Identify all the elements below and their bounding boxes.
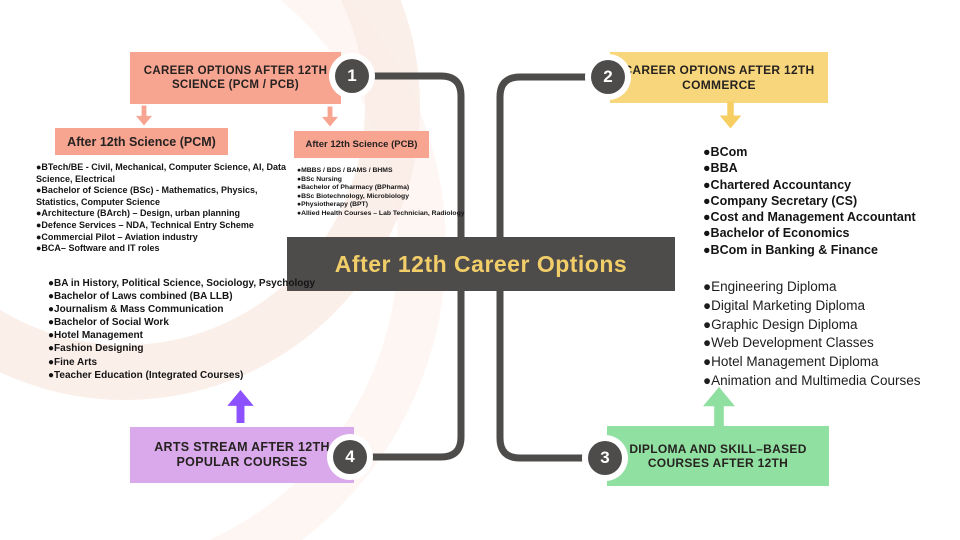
list-item: ●BBA [703, 161, 738, 176]
science-header-box: CAREER OPTIONS AFTER 12TH SCIENCE (PCM /… [130, 52, 341, 104]
list-item: ●Architecture (BArch) – Design, urban pl… [36, 208, 240, 219]
arts-header-label: ARTS STREAM AFTER 12TH POPULAR COURSES [154, 440, 330, 469]
list-item: ●Journalism & Mass Communication [48, 304, 224, 316]
list-item: ●Allied Health Courses – Lab Technician,… [297, 209, 465, 217]
down-arrow-icon [322, 106, 338, 127]
list-item: ●Hotel Management Diploma [703, 354, 879, 370]
list-item: ●Bachelor of Laws combined (BA LLB) [48, 291, 233, 303]
list-item: ●BCom in Banking & Finance [703, 242, 878, 257]
list-item: ●Chartered Accountancy [703, 177, 852, 192]
pcb-course-list: ●MBBS / BDS / BAMS / BHMS●BSc Nursing●Ba… [297, 167, 465, 219]
list-item: ●Cost and Management Accountant [703, 210, 916, 225]
list-item: ●Bachelor of Pharmacy (BPharma) [297, 184, 410, 192]
step-1-badge: 1 [329, 53, 375, 99]
step-2-number: 2 [591, 60, 625, 94]
commerce-header-label: CAREER OPTIONS AFTER 12TH COMMERCE [623, 62, 815, 92]
list-item: ●Fine Arts [48, 356, 98, 368]
arts-header-box: ARTS STREAM AFTER 12TH POPULAR COURSES [130, 427, 354, 483]
list-item: ●Physiotherapy (BPT) [297, 201, 368, 209]
list-item: ●Bachelor of Social Work [48, 317, 169, 329]
list-item: ●Company Secretary (CS) [703, 193, 858, 208]
center-title-box: After 12th Career Options [287, 237, 675, 291]
diploma-course-list: ●Engineering Diploma ●Digital Marketing D… [703, 278, 921, 391]
up-arrow-icon [703, 387, 735, 427]
step-2-badge: 2 [585, 54, 631, 100]
list-item: ●Engineering Diploma [703, 279, 837, 294]
commerce-header-box: CAREER OPTIONS AFTER 12TH COMMERCE [610, 52, 828, 103]
arts-course-list: ●BA in History, Political Science, Socio… [48, 277, 315, 382]
list-item: ●Teacher Education (Integrated Courses) [48, 369, 244, 381]
list-item: ●BCA– Software and IT roles [36, 243, 160, 254]
list-item: ●BSc Biotechnology, Microbiology [297, 192, 409, 200]
step-4-number: 4 [333, 440, 367, 474]
list-item: ●BTech/BE - Civil, Mechanical, Computer … [36, 162, 287, 184]
up-arrow-icon [227, 390, 254, 423]
center-title: After 12th Career Options [334, 250, 628, 277]
pcm-course-list: ●BTech/BE - Civil, Mechanical, Computer … [36, 162, 298, 255]
connector-arts-to-center [346, 282, 465, 461]
pcm-sublabel: After 12th Science (PCM) [67, 134, 216, 149]
step-4-badge: 4 [327, 434, 373, 480]
list-item: ●Fashion Designing [48, 343, 144, 355]
connector-science-to-center [348, 72, 465, 246]
list-item: ●Defence Services – NDA, Technical Entry… [36, 219, 254, 230]
diploma-header-label: DIPLOMA AND SKILL–BASED COURSES AFTER 12… [629, 442, 807, 470]
list-item: ●BA in History, Political Science, Socio… [48, 278, 316, 289]
down-arrow-icon [719, 101, 742, 129]
pcb-sublabel: After 12th Science (PCB) [305, 139, 418, 150]
science-header-label: CAREER OPTIONS AFTER 12TH SCIENCE (PCM /… [143, 65, 328, 91]
commerce-course-list: ●BCom ●BBA●Chartered Accountancy●Company … [703, 144, 916, 258]
list-item: ●BSc Nursing [297, 175, 342, 183]
down-arrow-icon [136, 105, 152, 126]
connector-diploma-to-center [496, 282, 609, 462]
list-item: ●Web Development Classes [703, 335, 874, 351]
list-item: ●Bachelor of Economics [703, 226, 850, 241]
list-item: ●Hotel Management [48, 330, 143, 342]
step-3-number: 3 [588, 441, 622, 475]
list-item: ●BCom [703, 145, 748, 159]
pcb-sublabel-box: After 12th Science (PCB) [294, 131, 429, 158]
diploma-header-box: DIPLOMA AND SKILL–BASED COURSES AFTER 12… [607, 426, 829, 486]
list-item: ●Commercial Pilot – Aviation industry [36, 231, 198, 242]
connector-commerce-to-center [496, 73, 612, 246]
list-item: ●Graphic Design Diploma [703, 316, 858, 332]
list-item: ●MBBS / BDS / BAMS / BHMS [297, 167, 393, 174]
list-item: ●Bachelor of Science (BSc) - Mathematics… [36, 185, 258, 207]
step-3-badge: 3 [582, 435, 628, 481]
list-item: ●Digital Marketing Diploma [703, 297, 865, 313]
list-item: ●Animation and Multimedia Courses [703, 372, 921, 388]
step-1-number: 1 [335, 59, 369, 93]
pcm-sublabel-box: After 12th Science (PCM) [55, 128, 228, 155]
